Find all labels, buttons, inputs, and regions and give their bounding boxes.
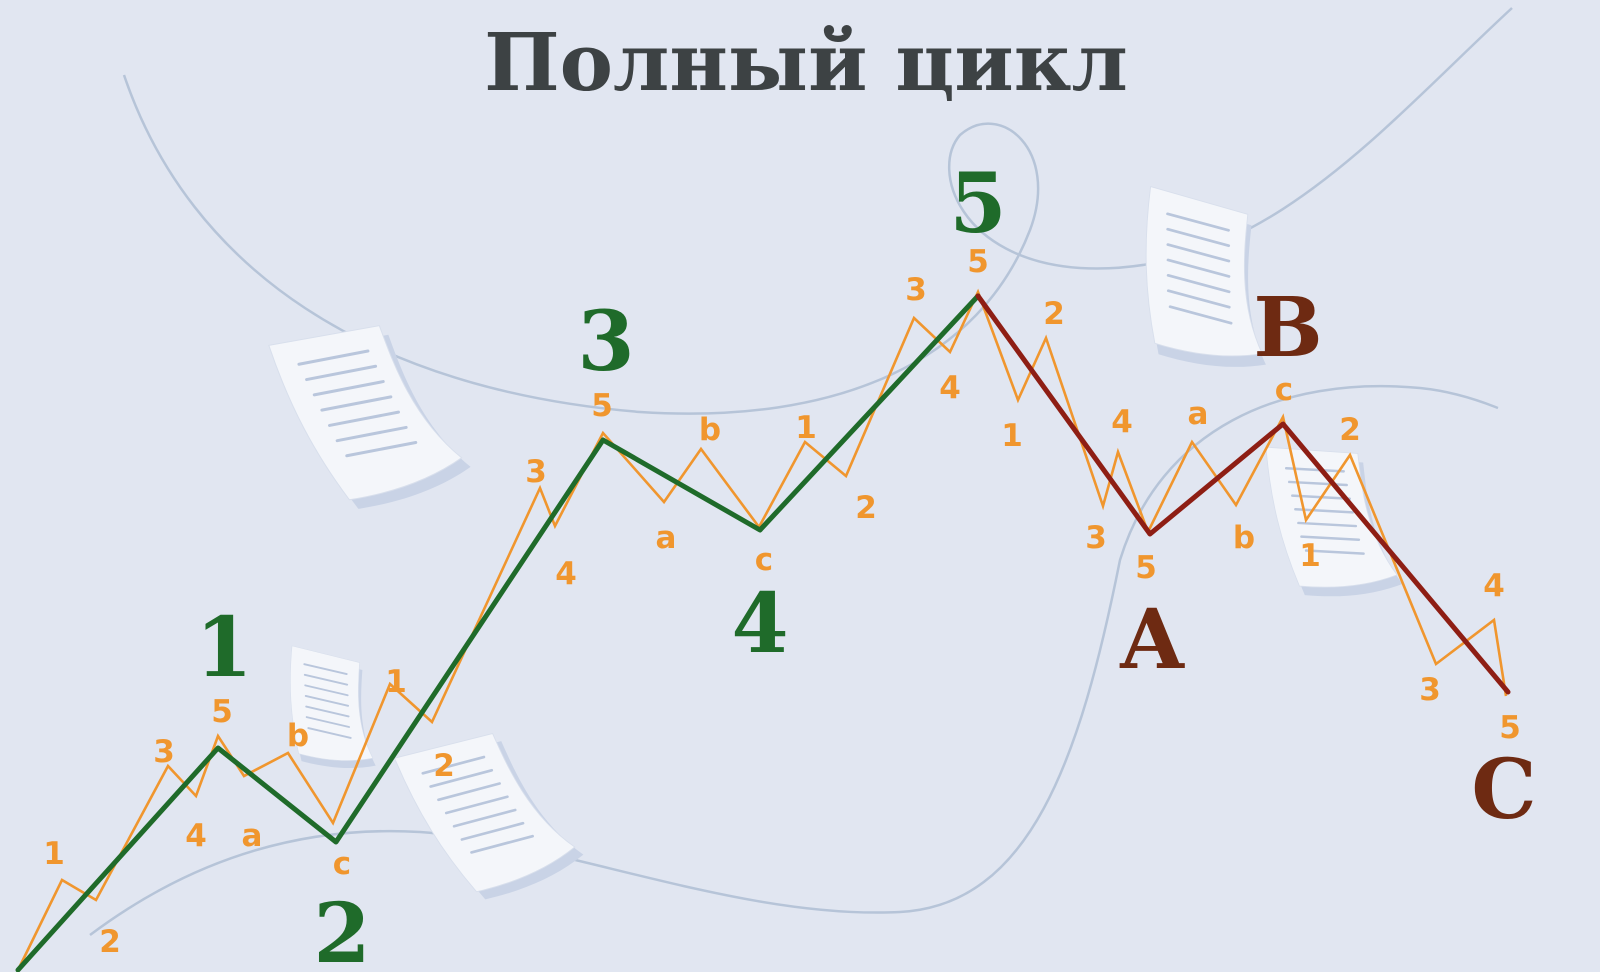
subwave-label: b — [699, 412, 721, 448]
subwave-label: a — [656, 520, 677, 556]
subwave-label: 5 — [591, 388, 613, 424]
impulse-wave-line — [15, 293, 981, 972]
subwave-label: 3 — [1085, 520, 1107, 556]
subwave-label: 5 — [211, 694, 233, 730]
subwave-label: 1 — [795, 410, 817, 446]
subwave-label: 2 — [433, 748, 455, 784]
subwave-label: 4 — [939, 370, 961, 406]
subwave-label: a — [242, 818, 263, 854]
subwave-label: c — [755, 542, 773, 578]
subwave-label: 4 — [555, 556, 577, 592]
subwave-label: b — [287, 718, 309, 754]
corrective-wave-labels: A B C — [1119, 280, 1536, 838]
subwave-label: 2 — [1043, 296, 1065, 332]
subwave-label: 5 — [1499, 710, 1521, 746]
subwave-label: 4 — [1111, 404, 1133, 440]
subwave-label: a — [1188, 396, 1209, 432]
wave-label-A: A — [1119, 592, 1185, 688]
subwave-label: 5 — [967, 244, 989, 280]
subwave-label: 4 — [185, 818, 207, 854]
subwave-label: 1 — [43, 836, 65, 872]
subwave-label: 3 — [905, 272, 927, 308]
subwave-label: 4 — [1483, 568, 1505, 604]
subwave-label: 3 — [153, 734, 175, 770]
wave-label-4: 4 — [731, 576, 788, 672]
subwave-label: 1 — [1001, 418, 1023, 454]
subwave-label: 3 — [525, 454, 547, 490]
decor-curve-bottom — [89, 384, 1499, 937]
subwave-label: 1 — [385, 664, 407, 700]
subwave-label: 3 — [1419, 672, 1441, 708]
wave-label-B: B — [1253, 280, 1322, 376]
diagram-title: Полный цикл — [484, 15, 1128, 109]
subwave-label: b — [1233, 520, 1255, 556]
wave-label-2: 2 — [313, 886, 370, 972]
corrective-wave-line — [975, 293, 1511, 695]
subwave-label: c — [333, 846, 351, 882]
impulse-wave-labels: 1 2 3 4 5 — [195, 156, 1006, 972]
subwave-label: 2 — [855, 490, 877, 526]
subwave-label: 2 — [1339, 412, 1361, 448]
subwave-label: 1 — [1299, 538, 1321, 574]
wave-label-5: 5 — [949, 156, 1006, 252]
subwave-label: 2 — [99, 924, 121, 960]
subwave-labels: 1 2 5 3 4 a b c 1 2 3 4 5 a b c 1 2 3 4 … — [43, 244, 1521, 960]
wave-label-1: 1 — [195, 600, 252, 696]
subwave-label: 5 — [1135, 550, 1157, 586]
wave-label-C: C — [1471, 742, 1536, 838]
wave-label-3: 3 — [577, 294, 634, 390]
subwave-label: c — [1275, 372, 1293, 408]
